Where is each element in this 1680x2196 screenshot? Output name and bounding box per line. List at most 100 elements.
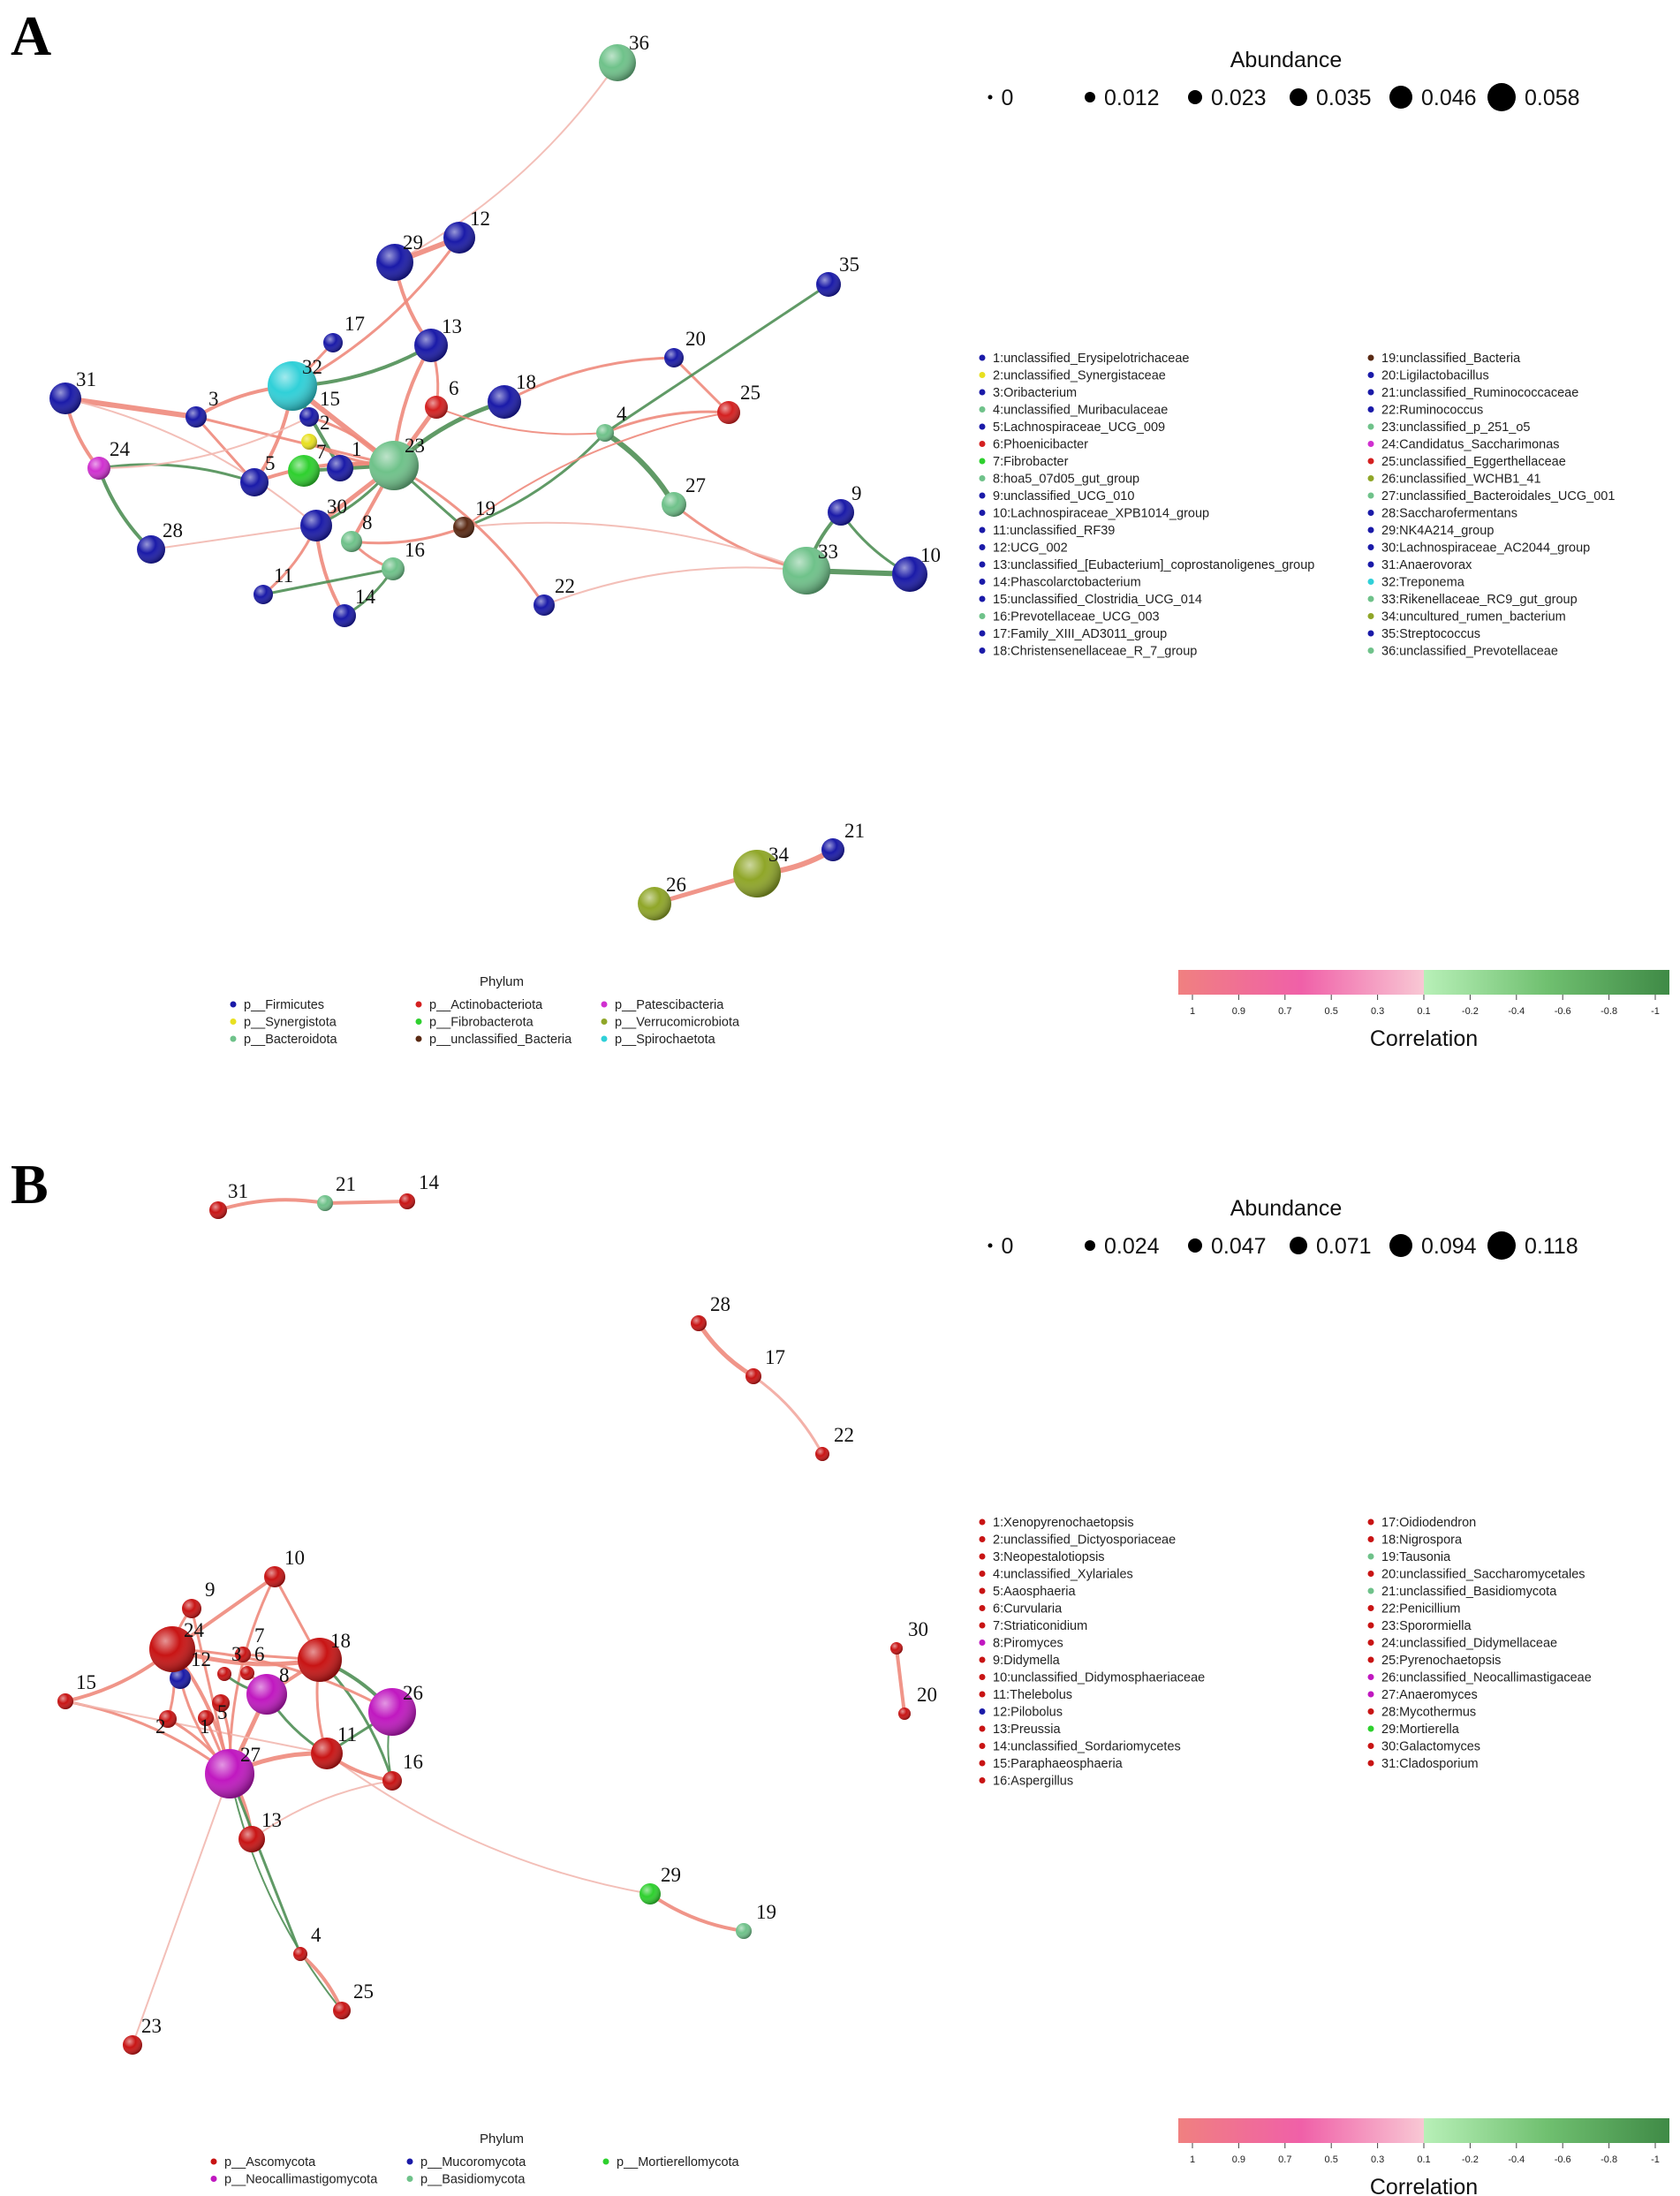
node-label: 36 <box>629 32 649 54</box>
correlation-tick-label: 1 <box>1190 1006 1195 1017</box>
taxon-label: 5:Lachnospiraceae_UCG_009 <box>993 420 1165 435</box>
taxon-label: 17:Family_XIII_AD3011_group <box>993 627 1167 641</box>
node-shading <box>209 1201 227 1219</box>
taxon-swatch <box>979 492 986 499</box>
taxon-label: 15:Paraphaeosphaeria <box>993 1757 1124 1771</box>
node-label: 28 <box>710 1293 730 1315</box>
taxon-swatch <box>1367 475 1374 481</box>
taxon-swatch <box>979 372 986 378</box>
correlation-edge <box>98 416 310 469</box>
node-label: 17 <box>344 313 365 335</box>
correlation-tick-label: -0.6 <box>1555 1006 1571 1017</box>
correlation-tick-label: 1 <box>1190 2154 1195 2165</box>
node-shading <box>892 557 927 592</box>
correlation-edge <box>350 526 465 545</box>
phylum-label: p__Bacteroidota <box>244 1033 338 1047</box>
phylum-swatch <box>210 2158 217 2165</box>
taxon-swatch <box>1367 1587 1374 1594</box>
taxon-label: 20:unclassified_Saccharomycetales <box>1381 1568 1585 1582</box>
node-label: 13 <box>261 1809 282 1831</box>
taxon-label: 24:unclassified_Didymellaceae <box>1381 1637 1557 1651</box>
node-shading <box>815 1447 829 1461</box>
abundance-swatch <box>1290 1237 1307 1254</box>
taxon-label: 8:Piromyces <box>993 1637 1063 1651</box>
node-label: 26 <box>403 1682 423 1704</box>
abundance-swatch <box>1290 88 1307 106</box>
node-shading <box>816 272 841 297</box>
taxon-swatch <box>1367 1674 1374 1680</box>
phylum-label: p__Mucoromycota <box>420 2155 526 2169</box>
correlation-tick-label: 0.3 <box>1371 1006 1384 1017</box>
panel-letter: A <box>11 4 51 67</box>
panel-letter: B <box>11 1153 49 1215</box>
taxon-swatch <box>979 510 986 516</box>
taxon-swatch <box>1367 492 1374 499</box>
node-shading <box>736 1923 752 1939</box>
correlation-edge <box>63 396 199 420</box>
abundance-swatch <box>988 95 993 100</box>
taxon-label: 30:Lachnospiraceae_AC2044_group <box>1381 541 1590 556</box>
taxon-swatch <box>979 1587 986 1594</box>
taxon-label: 26:unclassified_WCHB1_41 <box>1381 473 1541 487</box>
taxon-label: 26:unclassified_Neocallimastigaceae <box>1381 1671 1592 1685</box>
phylum-label: p__Neocallimastigomycota <box>224 2173 378 2187</box>
node-shading <box>599 44 636 81</box>
node-label: 32 <box>302 356 322 378</box>
correlation-edge <box>392 464 546 607</box>
node-label: 29 <box>661 1864 681 1886</box>
correlation-edge <box>216 1198 327 1212</box>
node-label: 16 <box>403 1751 423 1773</box>
taxon-label: 35:Streptococcus <box>1381 627 1480 641</box>
phylum-label: p__unclassified_Bacteria <box>429 1033 572 1047</box>
node-shading <box>264 1566 285 1587</box>
node-shading <box>185 406 207 428</box>
correlation-edge <box>503 356 676 404</box>
node-label: 7 <box>316 441 327 463</box>
correlation-edge <box>394 62 618 263</box>
node-label: 19 <box>475 497 496 519</box>
taxon-label: 20:Ligilactobacillus <box>1381 369 1489 383</box>
taxon-label: 21:unclassified_Ruminococcaceae <box>1381 386 1578 400</box>
phylum-swatch <box>230 1018 237 1025</box>
phylum-swatch <box>602 2158 609 2165</box>
node-shading <box>890 1642 903 1655</box>
node-shading <box>293 1947 307 1961</box>
taxon-swatch <box>979 1553 986 1560</box>
taxon-swatch <box>1367 406 1374 413</box>
taxon-swatch <box>979 647 986 654</box>
taxon-swatch <box>979 595 986 602</box>
phylum-label: p__Actinobacteriota <box>429 998 543 1012</box>
correlation-tick-label: 0.9 <box>1232 1006 1245 1017</box>
phylum-label: p__Firmicutes <box>244 998 324 1012</box>
taxa-legend: 1:unclassified_Erysipelotrichaceae2:uncl… <box>979 352 1615 659</box>
taxon-swatch <box>979 1639 986 1646</box>
node-shading <box>691 1315 707 1331</box>
node-shading <box>333 604 356 627</box>
taxon-swatch <box>1367 458 1374 465</box>
correlation-tick-label: -0.4 <box>1508 1006 1525 1017</box>
node-label: 3 <box>231 1643 242 1665</box>
abundance-swatch <box>1085 1240 1095 1251</box>
phylum-title: Phylum <box>480 974 524 989</box>
correlation-edge <box>132 1773 231 2046</box>
correlation-tick-label: -1 <box>1651 2154 1660 2165</box>
node-shading <box>453 517 474 538</box>
phylum-swatch <box>415 1018 422 1025</box>
taxon-swatch <box>1367 630 1374 637</box>
taxon-label: 16:Aspergillus <box>993 1775 1073 1789</box>
correlation-tick-label: -0.8 <box>1601 2154 1617 2165</box>
phylum-label: p__Basidiomycota <box>420 2173 526 2187</box>
correlation-tick-label: -0.2 <box>1462 1006 1479 1017</box>
taxon-swatch <box>979 613 986 619</box>
node-shading <box>300 510 332 541</box>
node-label: 24 <box>184 1619 205 1641</box>
node-label: 10 <box>284 1547 305 1569</box>
correlation-edge <box>895 1647 906 1715</box>
phylum-swatch <box>406 2158 413 2165</box>
taxon-label: 14:unclassified_Sordariomycetes <box>993 1740 1181 1754</box>
node-shading <box>662 492 686 517</box>
taxon-label: 13:unclassified_[Eubacterium]_coprostano… <box>993 558 1314 572</box>
node-shading <box>254 585 273 604</box>
